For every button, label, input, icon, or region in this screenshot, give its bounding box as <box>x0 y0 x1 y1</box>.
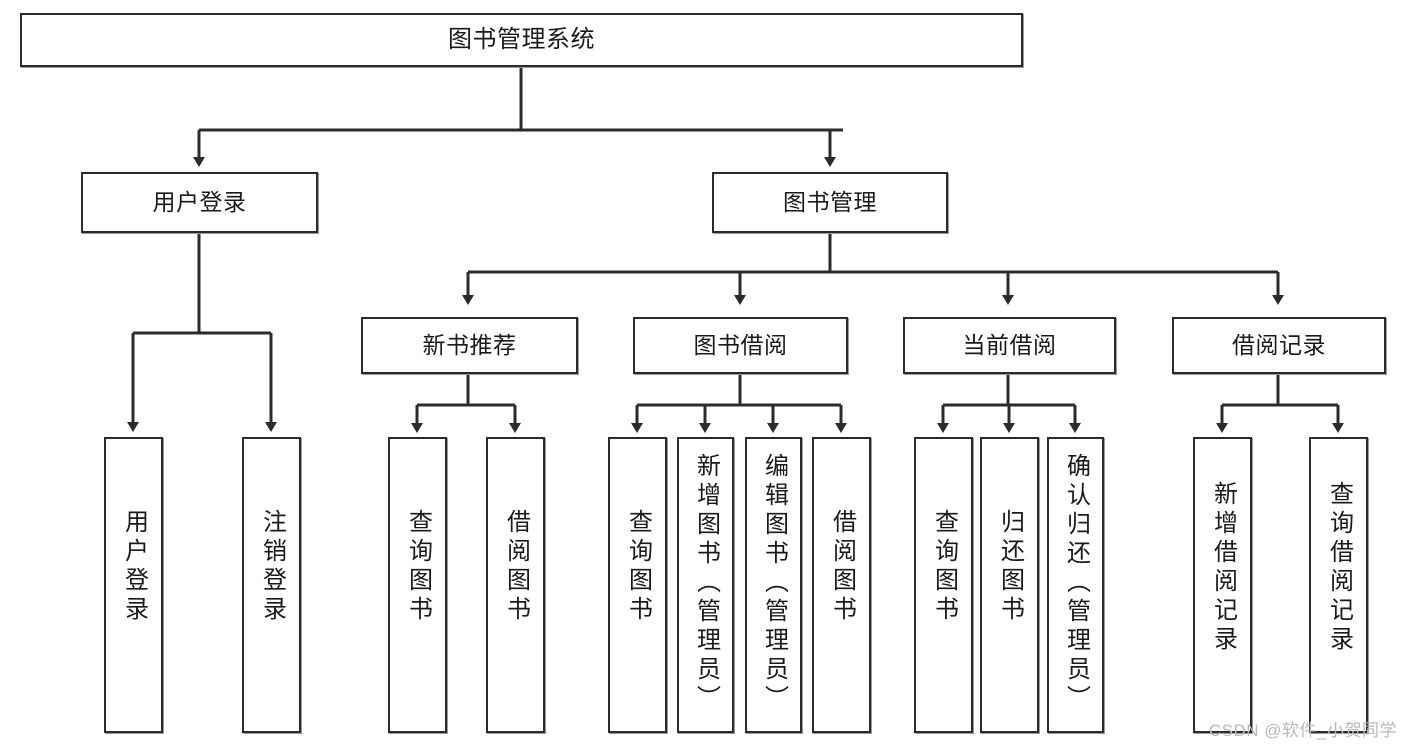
node-label: 查询图书 <box>624 509 652 625</box>
leaf-logout-login[interactable]: 注销登录 <box>242 437 301 733</box>
leaf-return-book[interactable]: 归还图书 <box>980 437 1039 733</box>
node-root-book-management-system[interactable]: 图书管理系统 <box>20 13 1023 67</box>
leaf-borrow-book-borrow[interactable]: 借阅图书 <box>812 437 871 733</box>
leaf-query-borrow-record[interactable]: 查询借阅记录 <box>1309 437 1368 733</box>
node-label: 注销登录 <box>258 509 286 625</box>
node-label: 借阅图书 <box>502 509 530 625</box>
node-label: 图书管理 <box>783 188 877 215</box>
leaf-add-borrow-record[interactable]: 新增借阅记录 <box>1193 437 1252 733</box>
leaf-user-login[interactable]: 用户登录 <box>104 437 163 733</box>
node-label: 图书借阅 <box>693 331 788 358</box>
node-label: 查询图书 <box>404 509 432 625</box>
node-book-manage[interactable]: 图书管理 <box>712 172 948 233</box>
node-label: 归还图书 <box>996 509 1024 625</box>
node-label: 当前借阅 <box>962 331 1057 358</box>
node-current-borrow[interactable]: 当前借阅 <box>903 317 1116 374</box>
node-label: 查询图书 <box>930 509 958 625</box>
node-user-login[interactable]: 用户登录 <box>81 172 318 233</box>
node-label: 图书管理系统 <box>448 25 595 53</box>
leaf-borrow-book-recommend[interactable]: 借阅图书 <box>486 437 545 733</box>
leaf-query-book-recommend[interactable]: 查询图书 <box>388 437 447 733</box>
node-label: 新增图书（管理员） <box>692 453 720 714</box>
node-label: 编辑图书（管理员） <box>760 453 788 714</box>
node-label: 查询借阅记录 <box>1325 481 1353 655</box>
node-book-borrow[interactable]: 图书借阅 <box>633 317 848 374</box>
leaf-query-book-borrow[interactable]: 查询图书 <box>608 437 667 733</box>
node-label: 确认归还（管理员） <box>1062 453 1090 714</box>
node-label: 新增借阅记录 <box>1209 481 1237 655</box>
node-new-book-recommend[interactable]: 新书推荐 <box>361 317 578 374</box>
node-label: 借阅记录 <box>1232 331 1326 358</box>
leaf-query-book-current[interactable]: 查询图书 <box>914 437 973 733</box>
node-label: 用户登录 <box>152 188 247 215</box>
node-label: 用户登录 <box>120 509 148 625</box>
leaf-edit-book[interactable]: 编辑图书（管理员） <box>745 437 802 733</box>
leaf-add-book[interactable]: 新增图书（管理员） <box>677 437 734 733</box>
node-borrow-record[interactable]: 借阅记录 <box>1172 317 1386 374</box>
node-label: 借阅图书 <box>828 509 856 625</box>
node-label: 新书推荐 <box>422 331 517 358</box>
leaf-confirm-return[interactable]: 确认归还（管理员） <box>1047 437 1104 733</box>
watermark-text: CSDN @软件_小贺同学 <box>1208 721 1397 740</box>
